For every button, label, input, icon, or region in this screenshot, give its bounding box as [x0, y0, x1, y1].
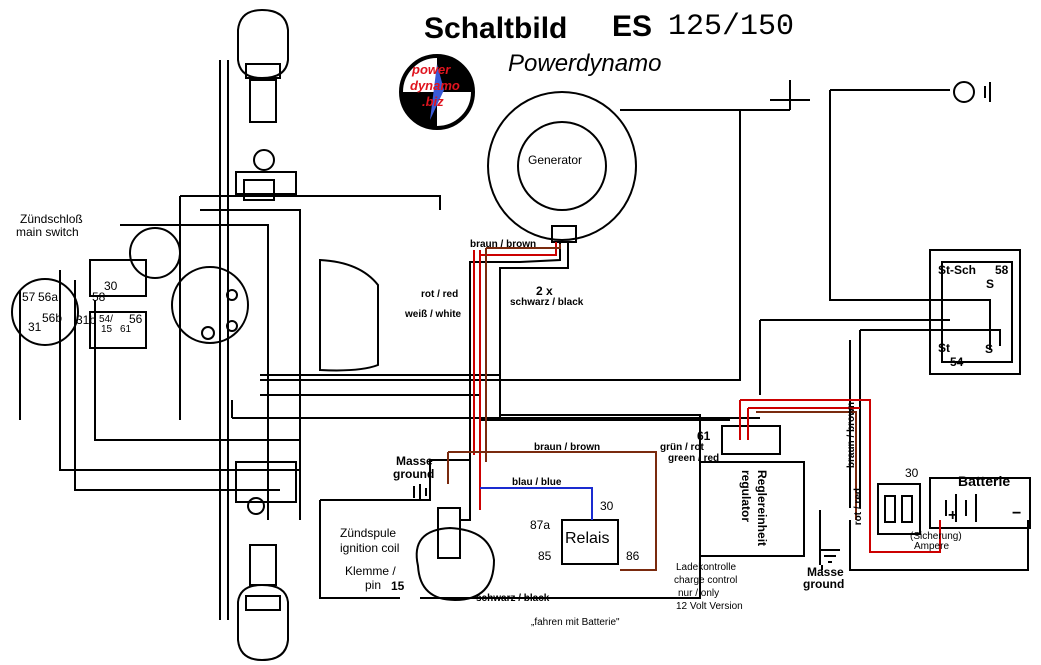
brake-switch-box	[929, 249, 1021, 375]
term-56b: 56b	[42, 311, 63, 325]
relay-term-30: 30	[600, 499, 614, 513]
term-54: 54/	[99, 314, 113, 325]
wire-rot-red: rot / red	[421, 289, 459, 300]
term-56a: 56a	[38, 290, 59, 304]
battery-term-30: 30	[905, 466, 919, 480]
term-31: 31	[28, 320, 42, 334]
coil-label-de: Zündspule	[340, 526, 397, 540]
taillight-bulb	[237, 583, 289, 662]
generator-label: Generator	[528, 153, 583, 167]
wire-rot-red-vertical: rot / red	[853, 488, 864, 526]
coil-label-en: ignition coil	[340, 541, 400, 555]
charge-line1: Ladekontrolle	[676, 562, 737, 573]
relay-label: Relais	[565, 530, 610, 547]
charge-line2: charge control	[674, 575, 738, 586]
ignition-switch-label-en: main switch	[16, 225, 79, 239]
speedo-lamp-a	[129, 227, 181, 279]
model-number: 125/150	[668, 10, 795, 44]
ignition-switch	[11, 278, 79, 346]
model-prefix: ES	[612, 10, 653, 43]
term-31b: 31b	[76, 313, 97, 327]
battery-minus: −	[1012, 505, 1022, 522]
regulator-term-61: 61	[697, 429, 711, 443]
logo-badge	[399, 54, 475, 130]
term-56: 56	[129, 312, 143, 326]
wire-schwarz-black-2: schwarz / black	[476, 593, 550, 604]
fuse-label-de: (Sicherung)	[910, 531, 962, 542]
term-61: 61	[120, 324, 132, 335]
battery-label: Batterie	[958, 473, 1011, 489]
wire-braun-brown-vertical: braun / brown	[846, 402, 857, 469]
lower-switch	[235, 461, 297, 503]
coil-pin-number: 15	[391, 579, 405, 593]
headlight-socket	[249, 79, 277, 123]
brake-term-58: 58	[995, 263, 1009, 277]
brake-term-54: 54	[950, 355, 964, 369]
ignition-switch-label-de: Zündschloß	[20, 212, 83, 226]
regulator-label-de: Reglereinheit	[755, 470, 769, 547]
fuse-box	[877, 483, 921, 535]
wire-green-red: green / red	[668, 453, 720, 464]
logo-line3: .biz	[422, 94, 444, 109]
brake-term-s1: S	[986, 277, 995, 291]
horn	[953, 81, 975, 103]
term-15: 15	[101, 324, 113, 335]
term-57: 57	[22, 290, 36, 304]
relay-term-86: 86	[626, 549, 640, 563]
regulator-label-en: regulator	[739, 470, 753, 523]
relay-term-87a: 87a	[530, 518, 551, 532]
wire-gruen-rot: grün / rot	[660, 442, 704, 453]
brake-term-s2: S	[985, 342, 994, 356]
wire-schwarz-black: schwarz / black	[510, 297, 584, 308]
wire-count: 2 x	[536, 284, 553, 298]
ground-left-de: Masse	[396, 454, 433, 468]
ground-left-en: ground	[393, 467, 435, 481]
wire-braun-brown-2: braun / brown	[534, 442, 601, 453]
brake-term-st-sch: St-Sch	[938, 263, 977, 277]
logo-line1: power	[412, 62, 451, 77]
ground-right-en: ground	[803, 577, 845, 591]
headlight-bulb-top	[237, 8, 289, 80]
diagram-title: Schaltbild	[424, 12, 568, 45]
wire-braun-brown: braun / brown	[470, 239, 537, 250]
wire-weiss-white: weiß / white	[405, 309, 462, 320]
diagram-subtitle: Powerdynamo	[508, 50, 662, 77]
tachometer	[319, 258, 379, 372]
relay-note: „fahren mit Batterie"	[531, 617, 620, 628]
battery-plus: +	[948, 507, 958, 524]
ground-right-de: Masse	[807, 565, 844, 579]
battery	[929, 477, 1031, 529]
wire-blau-blue: blau / blue	[512, 477, 562, 488]
charge-line3: nur / only	[678, 588, 720, 599]
ignition-coil	[415, 526, 496, 602]
term-58: 58	[92, 290, 106, 304]
term-30: 30	[104, 279, 118, 293]
dimmer-switch	[253, 149, 275, 171]
generator	[487, 91, 637, 241]
brake-term-st: St	[938, 341, 950, 355]
charge-line4: 12 Volt Version	[676, 601, 743, 612]
fuse-label-en: Ampere	[914, 541, 950, 552]
logo-line2: dynamo	[410, 78, 460, 93]
coil-pin-de: Klemme /	[345, 564, 396, 578]
coil-pin-en: pin	[365, 578, 382, 592]
speedo-lamp-b	[171, 266, 249, 344]
relay	[561, 519, 619, 565]
relay-term-85: 85	[538, 549, 552, 563]
